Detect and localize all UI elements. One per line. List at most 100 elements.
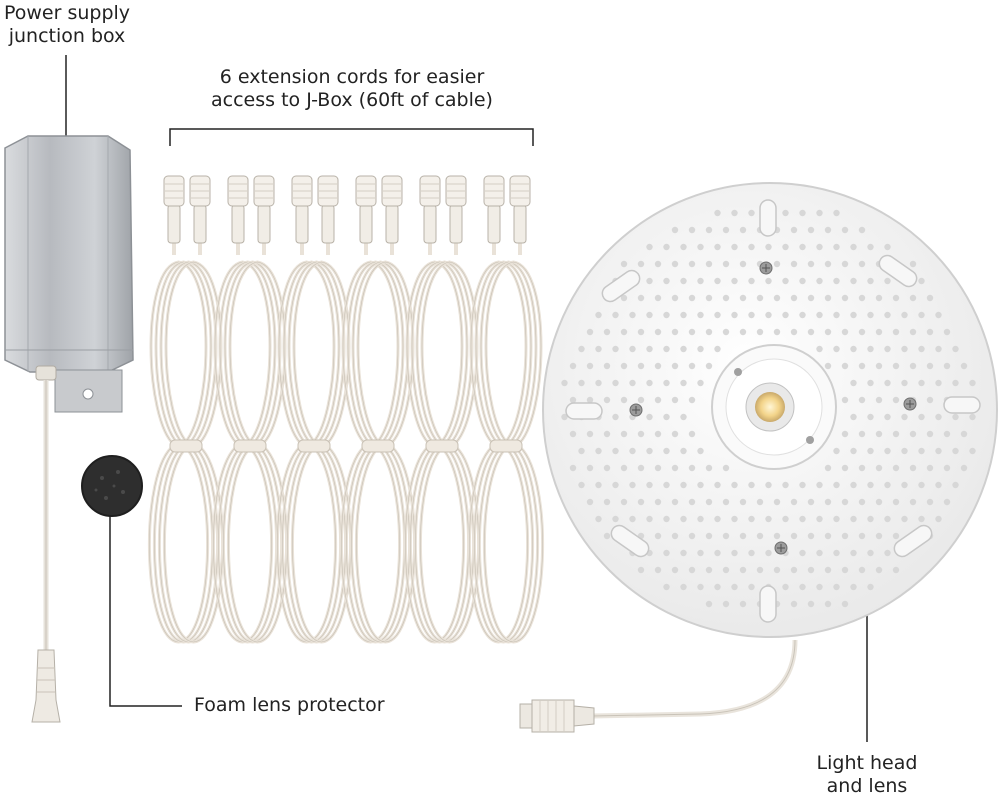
- plate-hole: [663, 379, 670, 387]
- plate-hole: [824, 498, 832, 506]
- plate-hole: [901, 447, 908, 455]
- plate-hole: [646, 447, 653, 455]
- plate-hole: [714, 277, 721, 285]
- plate-hole: [714, 583, 721, 591]
- plate-screws: [629, 261, 917, 555]
- plate-hole: [731, 583, 738, 591]
- plate-hole: [663, 447, 670, 455]
- plate-hole: [637, 396, 645, 404]
- plate-hole: [654, 430, 662, 438]
- plate-hole: [816, 515, 823, 523]
- plate-hole: [705, 260, 713, 268]
- plate-hole: [892, 328, 900, 336]
- plate-hole: [782, 583, 789, 591]
- plate-hole: [892, 464, 900, 472]
- plate-hole: [892, 566, 900, 574]
- extension-cord: [340, 175, 416, 644]
- plate-hole: [901, 379, 908, 387]
- plate-hole: [671, 260, 679, 268]
- light-head-label: Light head and lens: [800, 752, 934, 798]
- plate-hole: [841, 294, 849, 302]
- plate-hole: [926, 362, 934, 370]
- plate-hole: [875, 430, 883, 438]
- plate-hole: [714, 481, 721, 489]
- plate-hole: [824, 600, 832, 608]
- plate-hole: [595, 379, 602, 387]
- plate-hole: [697, 549, 704, 557]
- plate-hole: [620, 396, 628, 404]
- plate-hole: [884, 277, 891, 285]
- light-head-connector: [519, 699, 595, 733]
- plate-hole: [875, 464, 883, 472]
- plate-hole: [858, 532, 866, 540]
- plate-hole: [620, 294, 628, 302]
- plate-hole: [969, 447, 976, 455]
- plate-hole: [892, 532, 900, 540]
- plate-hole: [646, 345, 653, 353]
- plate-hole: [586, 430, 594, 438]
- plate-hole: [799, 311, 806, 319]
- plate-hole: [629, 447, 636, 455]
- plate-hole: [731, 515, 738, 523]
- plate-hole: [765, 243, 772, 251]
- extension-cords: [148, 175, 544, 644]
- plate-hole: [935, 447, 942, 455]
- plate-hole: [603, 498, 611, 506]
- plate-hole: [799, 277, 806, 285]
- plate-hole: [578, 481, 585, 489]
- cord-connector-male: [317, 175, 339, 255]
- plate-hole: [595, 311, 602, 319]
- plate-hole: [722, 600, 730, 608]
- plate-hole: [688, 464, 696, 472]
- plate-hole: [637, 362, 645, 370]
- plate-hole: [756, 294, 764, 302]
- plate-hole: [824, 226, 832, 234]
- plate-hole: [765, 277, 772, 285]
- plate-hole: [569, 396, 577, 404]
- plate-hole: [935, 481, 942, 489]
- plate-hole: [697, 243, 704, 251]
- plate-hole: [646, 515, 653, 523]
- plate-hole: [654, 260, 662, 268]
- cords-bracket: [169, 128, 534, 146]
- plate-hole: [892, 498, 900, 506]
- plate-hole: [884, 549, 891, 557]
- plate-hole: [884, 515, 891, 523]
- plate-hole: [705, 362, 713, 370]
- plate-hole: [637, 260, 645, 268]
- plate-hole: [918, 413, 925, 421]
- plate-hole: [620, 260, 628, 268]
- plate-hole: [875, 362, 883, 370]
- plate-hole: [782, 277, 789, 285]
- plate-hole: [620, 498, 628, 506]
- plate-hole: [722, 260, 730, 268]
- light-head: [519, 182, 998, 733]
- plate-hole: [629, 345, 636, 353]
- plate-hole: [773, 328, 781, 336]
- plate-hole: [782, 311, 789, 319]
- plate-hole: [705, 498, 713, 506]
- cord-connector-female: [163, 175, 185, 255]
- extension-cords-label: 6 extension cords for easier access to J…: [176, 66, 528, 112]
- plate-hole: [646, 311, 653, 319]
- plate-hole: [688, 566, 696, 574]
- plate-hole: [841, 566, 849, 574]
- plate-hole: [603, 396, 611, 404]
- plate-hole: [612, 345, 619, 353]
- extension-cord: [276, 175, 352, 644]
- cord-connector-female: [419, 175, 441, 255]
- plate-hole: [841, 532, 849, 540]
- plate-hole: [680, 311, 687, 319]
- plate-hole: [688, 430, 696, 438]
- plate-hole: [739, 600, 747, 608]
- plate-hole: [586, 396, 594, 404]
- plate-hole: [875, 396, 883, 404]
- plate-hole: [671, 498, 679, 506]
- plate-hole: [705, 226, 713, 234]
- plate-hole: [603, 532, 611, 540]
- led-chip: [755, 392, 785, 422]
- plate-hole: [646, 413, 653, 421]
- plate-hole: [646, 481, 653, 489]
- plate-hole: [722, 464, 730, 472]
- plate-hole: [858, 498, 866, 506]
